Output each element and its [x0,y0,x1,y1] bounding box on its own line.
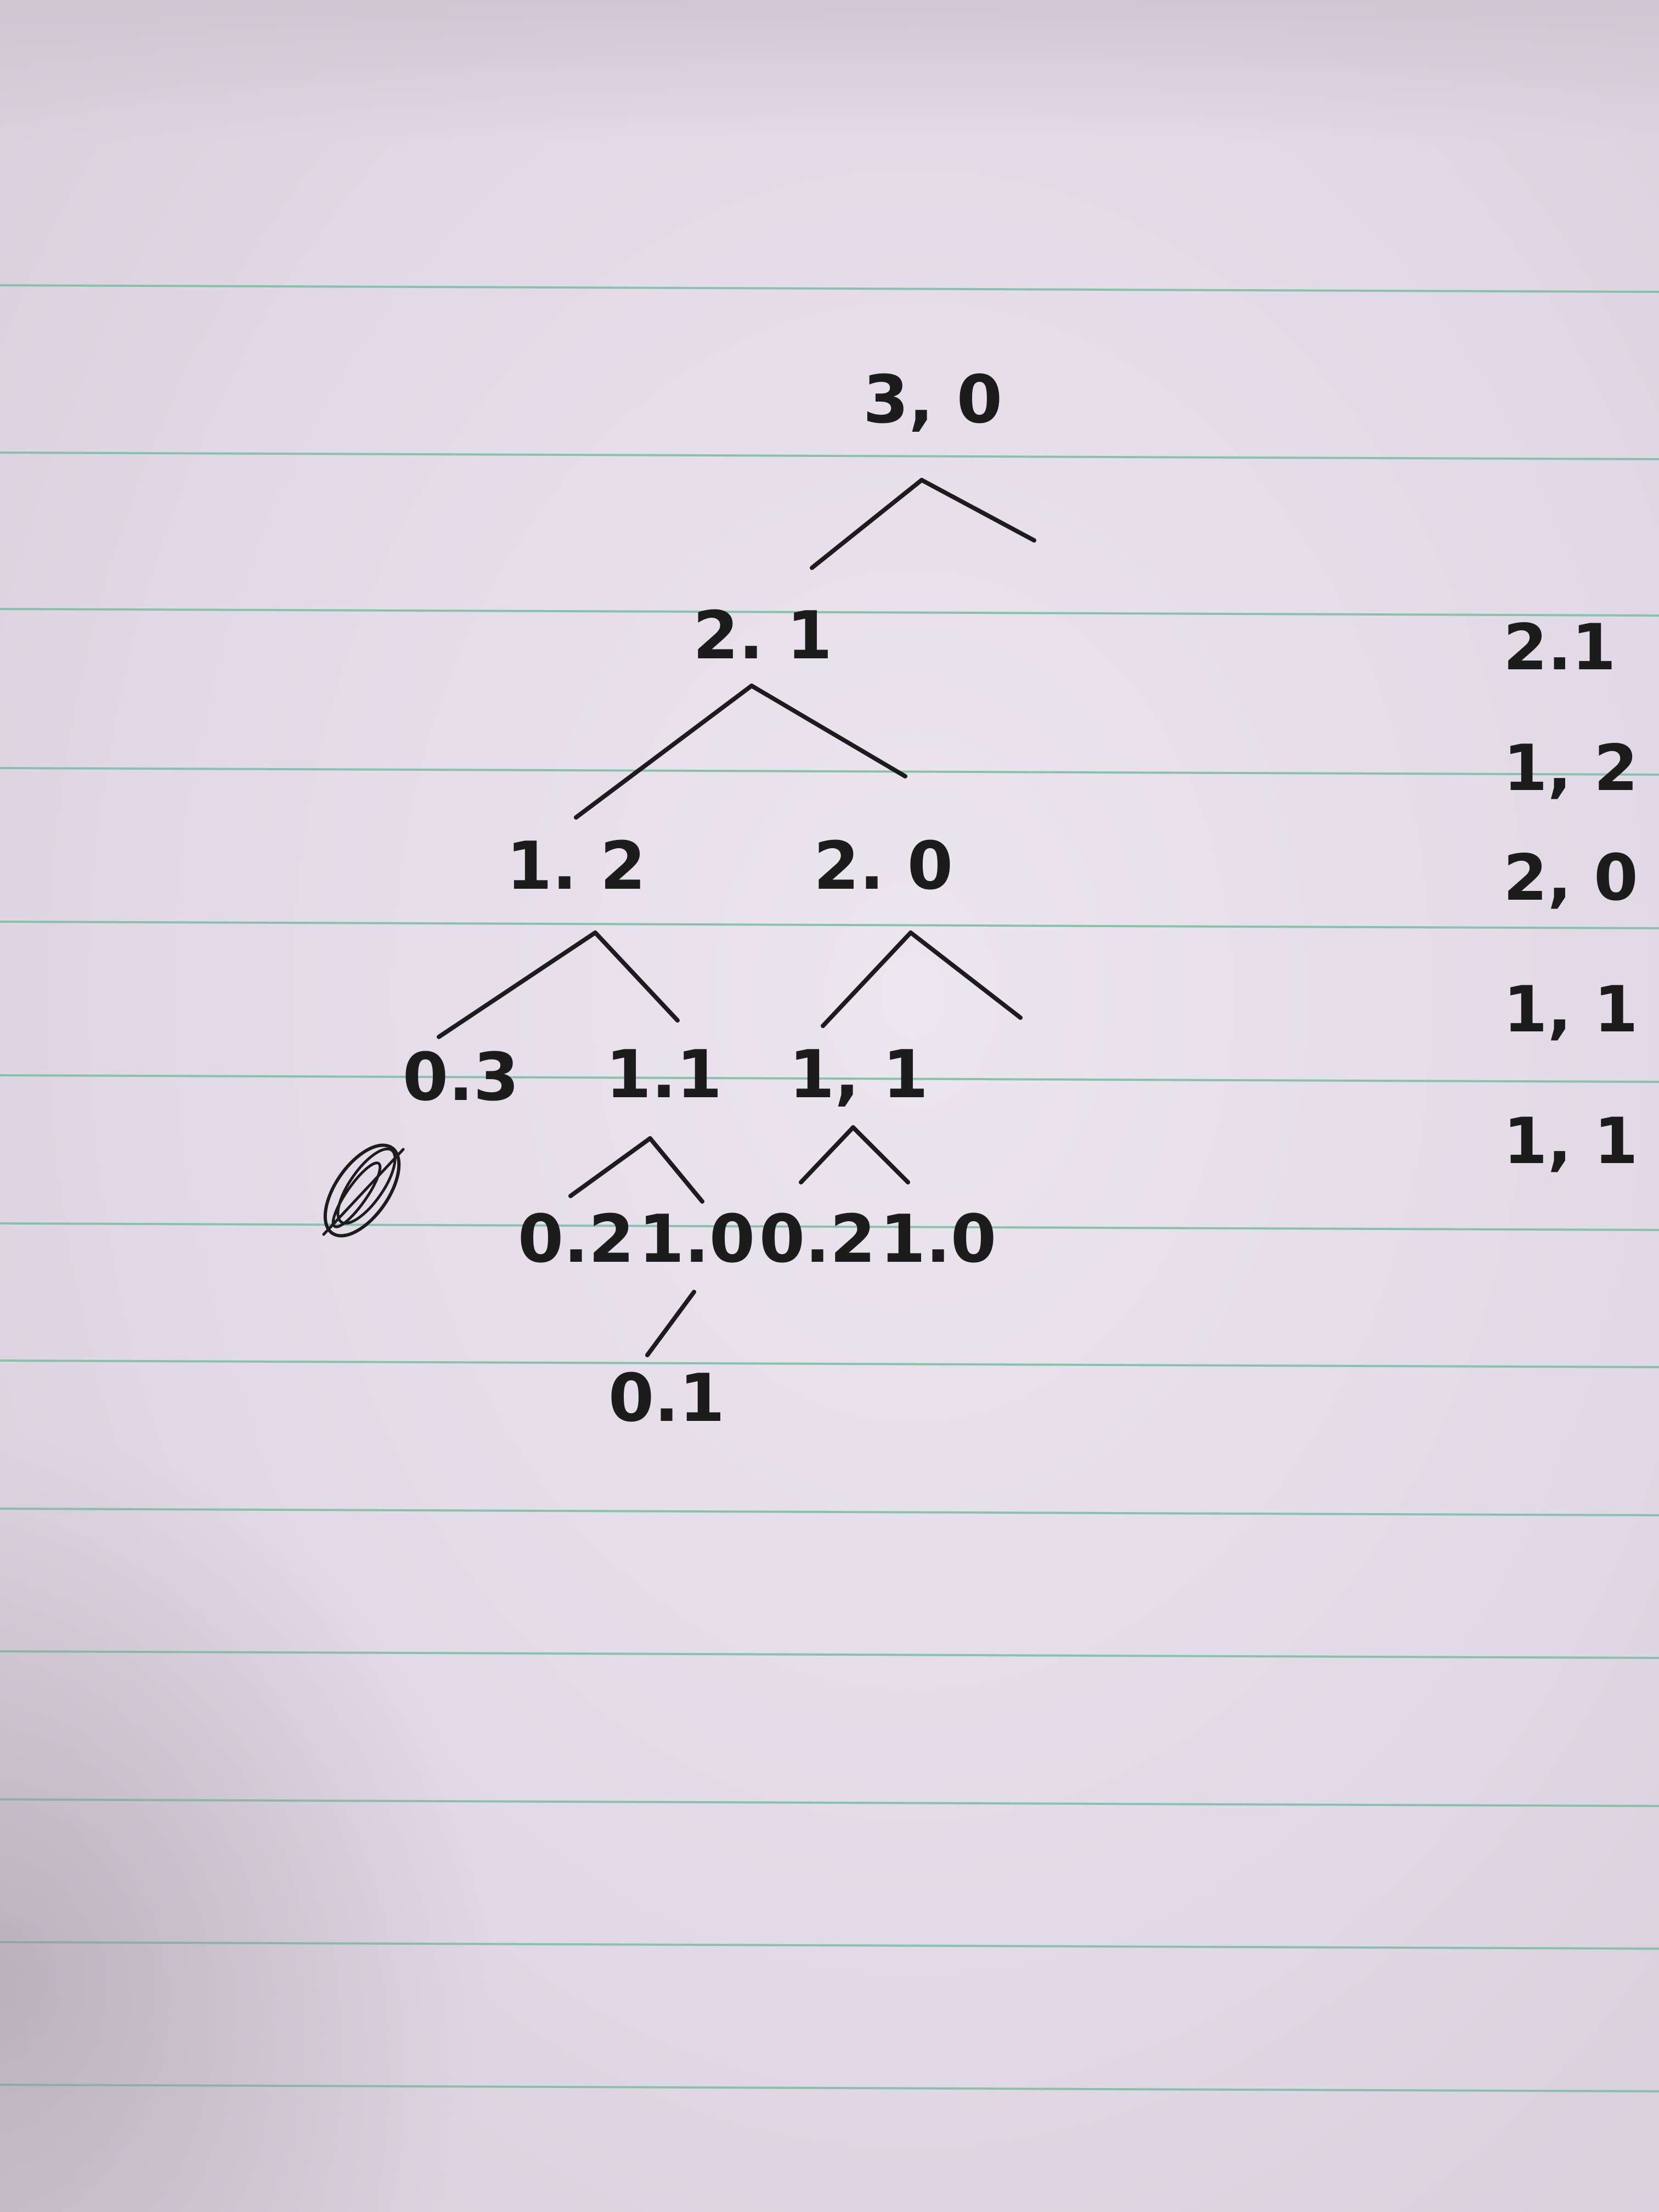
side-list-item: 2, 0 [1503,841,1638,915]
tree-edge [851,1125,910,1184]
tree-node-label: 2. 1 [693,598,832,674]
tree-node-label: 0.2 [759,1201,876,1278]
tree-edge [919,478,1036,543]
ruled-line [0,921,1659,929]
tree-node-label: 0.3 [403,1040,520,1116]
side-list: 2.1 1, 2 2, 0 1, 1 1, 1 [1503,611,1638,1178]
ruled-line [0,767,1659,776]
tree-node-label: 3, 0 [863,362,1002,438]
side-list-item: 1, 1 [1503,1104,1638,1178]
side-list-item: 1, 1 [1503,973,1638,1047]
tree-edge [749,684,907,778]
tree-edge [648,1136,704,1204]
ruled-line [0,1359,1659,1368]
ruled-line [0,452,1659,460]
side-list-item: 2.1 [1503,611,1616,685]
tree-edge [593,930,680,1023]
tree-node-label: 1.1 [606,1037,723,1113]
side-list-item: 1, 2 [1503,731,1638,805]
tree-node-label: 1. 2 [506,828,646,905]
tree-edge [437,930,597,1039]
tree-edges [437,478,1036,1357]
tree-node-label: 1.0 [880,1201,997,1278]
tree-node-label: 1.0 [639,1201,755,1278]
tree-edge [568,1136,652,1198]
ruled-line [0,1222,1659,1231]
ruled-line [0,608,1659,617]
ruled-line [0,1074,1659,1083]
tree-node-label: 2. 0 [814,828,953,905]
tree-edge [799,1125,855,1184]
tree-edge [821,930,913,1028]
tree-node-label: 0.2 [518,1201,635,1278]
tree-node-label: 0.1 [608,1361,725,1437]
tree-edge [574,684,754,820]
tree-node-label: 1, 1 [789,1037,928,1113]
scribble-mark [322,1143,405,1238]
tree-edge [810,478,924,570]
tree-edge [909,930,1023,1020]
tree-edge [645,1290,696,1357]
ruled-line [0,284,1659,293]
